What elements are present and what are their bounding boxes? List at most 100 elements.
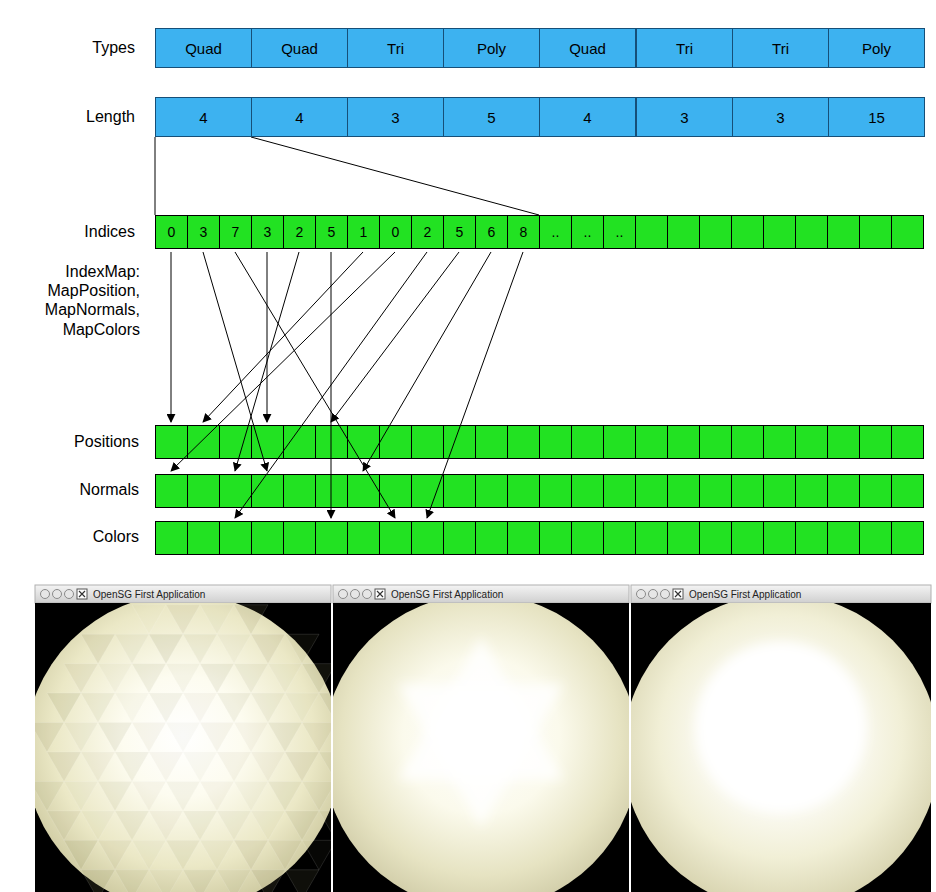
empty-index-cell bbox=[764, 216, 796, 249]
length-cell: 4 bbox=[251, 97, 348, 137]
attribute-cell bbox=[188, 475, 220, 508]
row-label: Colors bbox=[10, 527, 139, 546]
row-label: Indices bbox=[10, 222, 135, 241]
cell-text: 3 bbox=[776, 109, 784, 126]
cell-text: 5 bbox=[456, 224, 464, 240]
type-cell: Tri bbox=[347, 28, 444, 68]
empty-index-cell bbox=[796, 216, 828, 249]
type-cell: Quad bbox=[251, 28, 348, 68]
attribute-cell bbox=[220, 522, 252, 555]
length-cell: 4 bbox=[155, 97, 252, 137]
attribute-cell bbox=[828, 426, 860, 459]
cell-text: 15 bbox=[868, 109, 885, 126]
cell-text: Poly bbox=[477, 40, 506, 57]
attribute-cell bbox=[700, 475, 732, 508]
index-cell: .. bbox=[539, 215, 572, 249]
attribute-cell bbox=[412, 475, 444, 508]
index-cell: 1 bbox=[347, 215, 380, 249]
type-cell: Tri bbox=[732, 28, 829, 68]
length-cell: 3 bbox=[636, 97, 733, 137]
cell-text: 3 bbox=[264, 224, 272, 240]
index-map-arrow bbox=[171, 252, 395, 471]
cell-text: 5 bbox=[487, 109, 495, 126]
attribute-cell bbox=[348, 522, 380, 555]
attribute-cell bbox=[828, 475, 860, 508]
cell-text: Tri bbox=[387, 40, 404, 57]
attribute-cell bbox=[700, 426, 732, 459]
attribute-cell bbox=[540, 475, 572, 508]
index-cell: .. bbox=[571, 215, 604, 249]
cell-text: 1 bbox=[360, 224, 368, 240]
length-cell: 4 bbox=[539, 97, 636, 137]
attribute-cell bbox=[764, 522, 796, 555]
index-map-arrow bbox=[267, 252, 268, 422]
index-map-arrow bbox=[363, 252, 491, 471]
render-screenshot bbox=[623, 585, 936, 892]
empty-index-cell bbox=[828, 216, 860, 249]
index-map-arrow bbox=[235, 252, 299, 471]
attribute-cell bbox=[348, 426, 380, 459]
attribute-cell bbox=[156, 475, 188, 508]
cell-text: 2 bbox=[296, 224, 304, 240]
cell-text: Quad bbox=[281, 40, 318, 57]
cell-text: 3 bbox=[391, 109, 399, 126]
row-label: Types bbox=[10, 38, 135, 57]
index-cell: 0 bbox=[155, 215, 188, 249]
cell-text: .. bbox=[552, 224, 560, 240]
index-cell: 5 bbox=[443, 215, 476, 249]
cell-text: 6 bbox=[488, 224, 496, 240]
cell-text: 5 bbox=[328, 224, 336, 240]
window-title-bar: OpenSG First Application bbox=[333, 585, 629, 603]
index-cell: 3 bbox=[187, 215, 220, 249]
row-label: Length bbox=[10, 107, 135, 126]
attribute-cell bbox=[508, 522, 540, 555]
attribute-cell bbox=[732, 522, 764, 555]
cell-text: Poly bbox=[862, 40, 891, 57]
attribute-cell bbox=[732, 426, 764, 459]
attribute-cell bbox=[156, 426, 188, 459]
attribute-cell bbox=[540, 426, 572, 459]
type-cell: Quad bbox=[539, 28, 636, 68]
attribute-cell bbox=[796, 426, 828, 459]
index-map-arrow bbox=[331, 252, 459, 422]
cell-text: OpenSG First Application bbox=[391, 589, 503, 600]
attribute-cell bbox=[284, 475, 316, 508]
index-cell: 2 bbox=[283, 215, 316, 249]
attribute-cell bbox=[764, 475, 796, 508]
attribute-cell bbox=[380, 522, 412, 555]
cell-text: OpenSG First Application bbox=[93, 589, 205, 600]
attribute-cell bbox=[252, 426, 284, 459]
empty-index-cell bbox=[732, 216, 764, 249]
index-map-arrow bbox=[203, 252, 267, 471]
attribute-cell bbox=[572, 475, 604, 508]
length-cell: 15 bbox=[828, 97, 925, 137]
attribute-cell bbox=[316, 522, 348, 555]
empty-index-cell bbox=[860, 216, 892, 249]
index-map-arrow bbox=[171, 252, 172, 422]
attribute-cell bbox=[700, 522, 732, 555]
cell-text: 4 bbox=[295, 109, 303, 126]
attribute-cell bbox=[668, 522, 700, 555]
empty-index-cell bbox=[636, 216, 668, 249]
attribute-cell bbox=[892, 522, 924, 555]
attribute-cell bbox=[636, 426, 668, 459]
attribute-cell bbox=[444, 475, 476, 508]
attribute-cell bbox=[636, 475, 668, 508]
cell-text: 8 bbox=[520, 224, 528, 240]
attribute-cell bbox=[476, 475, 508, 508]
cell-text: 7 bbox=[232, 224, 240, 240]
attribute-cell bbox=[508, 426, 540, 459]
empty-index-cell bbox=[892, 216, 924, 249]
length-cell: 3 bbox=[732, 97, 829, 137]
attribute-cell bbox=[412, 426, 444, 459]
attribute-cell bbox=[892, 475, 924, 508]
attribute-cell bbox=[156, 522, 188, 555]
index-cell: .. bbox=[603, 215, 636, 249]
index-map-arrow bbox=[235, 252, 427, 518]
cell-text: .. bbox=[584, 224, 592, 240]
attribute-cell bbox=[252, 522, 284, 555]
type-cell: Poly bbox=[828, 28, 925, 68]
length-cell: 5 bbox=[443, 97, 540, 137]
render-screenshot bbox=[323, 585, 639, 892]
attribute-cell bbox=[764, 426, 796, 459]
